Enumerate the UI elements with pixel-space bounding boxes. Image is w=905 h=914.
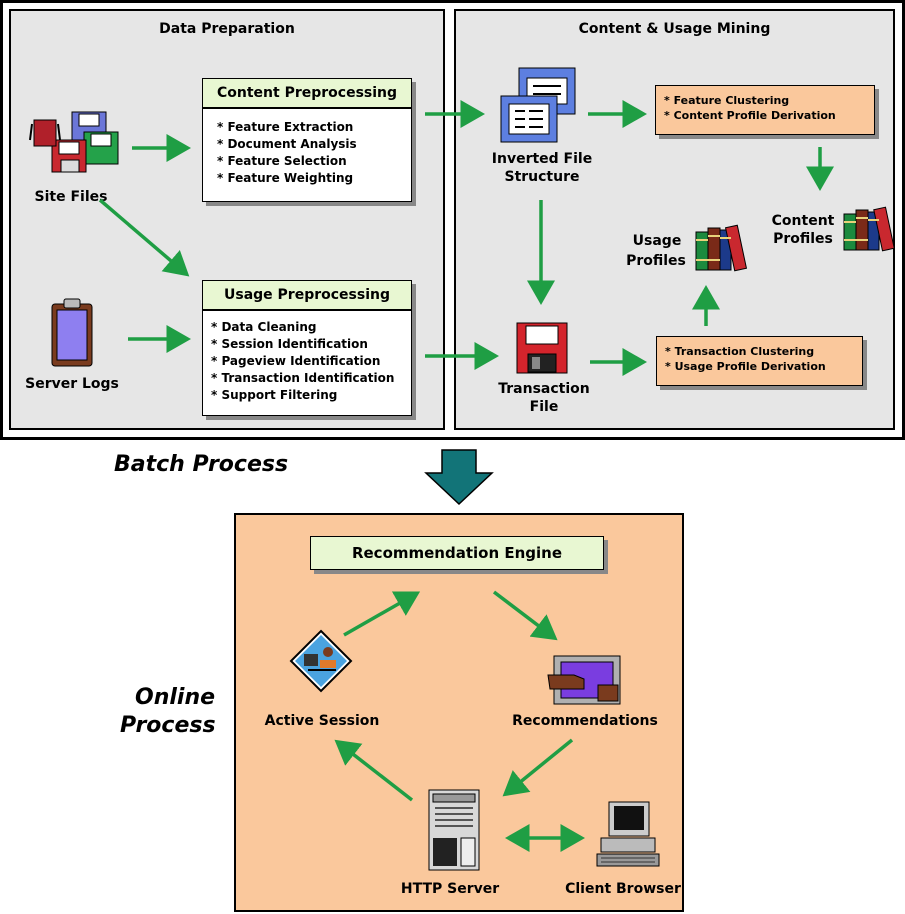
content-usage-mining-title: Content & Usage Mining	[578, 21, 771, 37]
inverted-file-icon	[500, 67, 576, 143]
inverted-file-label-1: Inverted File	[491, 151, 593, 167]
active-session-label: Active Session	[264, 713, 380, 729]
usage-clustering-item: * Usage Profile Derivation	[665, 360, 826, 373]
active-session-icon	[289, 629, 353, 693]
transaction-file-label-2: File	[529, 399, 559, 415]
batch-arrows	[98, 100, 834, 376]
content-profiles-label-2: Profiles	[773, 231, 833, 247]
site-files-label: Site Files	[34, 189, 108, 205]
recommendation-engine-label: Recommendation Engine	[351, 544, 563, 562]
online-process-label-1: Online	[135, 685, 216, 710]
client-browser-icon	[596, 801, 660, 867]
usage-preprocessing-header-text: Usage Preprocessing	[224, 287, 390, 303]
site-files-icon	[29, 111, 119, 173]
http-server-icon	[428, 789, 480, 871]
batch-process-label: Batch Process	[114, 452, 289, 477]
server-logs-label: Server Logs	[25, 376, 119, 392]
recommendations-monitor-icon	[547, 655, 621, 705]
usage-clustering-box: * Transaction Clustering * Usage Profile…	[656, 336, 863, 386]
batch-frame	[0, 0, 905, 440]
content-clustering-box: * Feature Clustering * Content Profile D…	[655, 85, 875, 135]
transaction-file-label-1: Transaction	[498, 381, 590, 397]
content-preprocessing-header-text: Content Preprocessing	[216, 85, 398, 101]
recommendation-engine-box: Recommendation Engine	[310, 536, 604, 570]
usage-preprocessing-item: * Data Cleaning	[211, 320, 317, 334]
usage-clustering-item: * Transaction Clustering	[665, 345, 815, 358]
content-preprocessing-item: * Document Analysis	[217, 137, 357, 151]
usage-preprocessing-item: * Transaction Identification	[211, 371, 395, 385]
usage-preprocessing-item: * Pageview Identification	[211, 354, 381, 368]
content-preprocessing-item: * Feature Extraction	[217, 120, 354, 134]
content-clustering-item: * Feature Clustering	[664, 94, 790, 107]
clipboard-icon	[51, 298, 93, 367]
floppy-disk-icon	[516, 322, 568, 374]
usage-profiles-label-1: Usage	[632, 233, 682, 249]
content-preprocessing-header: Content Preprocessing	[202, 78, 412, 108]
recommendations-label: Recommendations	[512, 713, 658, 729]
usage-preprocessing-header: Usage Preprocessing	[202, 280, 412, 310]
content-clustering-item: * Content Profile Derivation	[664, 109, 836, 122]
usage-profiles-label-2: Profiles	[626, 253, 686, 269]
content-preprocessing-item: * Feature Selection	[217, 154, 347, 168]
usage-preprocessing-item: * Session Identification	[211, 337, 368, 351]
content-profiles-label-1: Content	[771, 213, 835, 229]
online-process-label-2: Process	[120, 713, 216, 738]
inverted-file-label-2: Structure	[504, 169, 580, 185]
batch-to-online-arrow	[424, 449, 494, 506]
http-server-label: HTTP Server	[400, 881, 500, 897]
data-preparation-title: Data Preparation	[159, 21, 295, 37]
usage-preprocessing-item: * Support Filtering	[211, 388, 338, 402]
content-preprocessing-item: * Feature Weighting	[217, 171, 354, 185]
content-profiles-books-icon	[843, 206, 895, 252]
usage-profiles-books-icon	[695, 224, 748, 272]
client-browser-label: Client Browser	[565, 881, 681, 897]
content-preprocessing-list: * Feature Extraction * Document Analysis…	[202, 108, 412, 202]
usage-preprocessing-list: * Data Cleaning * Session Identification…	[202, 310, 412, 416]
